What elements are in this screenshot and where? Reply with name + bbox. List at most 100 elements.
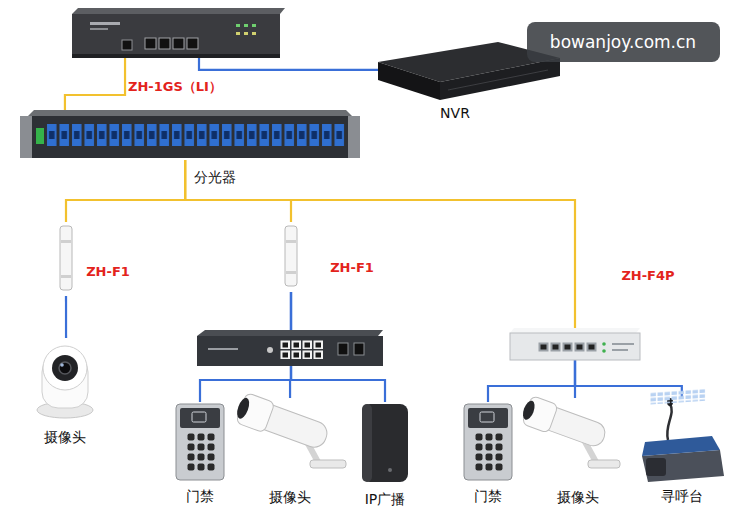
splitter-device-part [28,116,352,158]
dome-camera-part [43,346,87,390]
access-panel-part [474,432,504,472]
bullet-camera-part-part [521,399,537,421]
device-node: NVR [378,42,560,100]
access-panel-part [468,408,508,428]
poe-switch-part [612,343,634,345]
watermark-badge-part [527,22,720,62]
bullet-camera [233,391,346,468]
device-label: 分光器 [194,170,236,185]
paging-console-part [667,404,672,440]
core-switch-device-part [90,22,120,25]
core-switch-device-part [72,54,280,58]
device-label: 门禁 [186,489,214,504]
device-node: IP广播 [360,402,410,484]
paging-console-part [642,436,720,456]
paging-console-part [650,389,706,405]
access-panel-part [176,404,224,480]
core-switch-device-part [244,32,248,35]
device-node: 门禁 [460,402,516,482]
paging-console-part [646,458,666,476]
poe-switch [510,328,640,360]
converter-device-part [61,275,71,278]
device-label: ZH-1GS（LI） [128,80,222,94]
ip-speaker-part [362,404,408,482]
device-node: 摄像头 [530,398,620,473]
core-switch-device-part [236,32,240,35]
device-label: 摄像头 [557,490,599,505]
nvr-device-part [378,62,440,100]
bullet-camera [519,394,620,468]
device-label: ZH-F4P [621,269,674,283]
access-switch-part [208,348,238,350]
core-switch-device-part [187,38,198,49]
core-switch-device-part [159,38,170,49]
device-label: ZH-F1 [86,265,130,279]
converter-device-part [286,271,296,274]
cable-line [185,160,291,222]
access-switch-part [197,330,383,336]
bullet-camera-part [519,394,609,451]
device-node: 摄像头 [240,398,350,473]
core-switch-device-part [252,32,256,35]
access-switch-part [267,347,273,353]
bullet-camera-part [233,391,331,453]
access-panel [176,404,224,480]
poe-switch-part [612,349,628,351]
cable-line [65,58,125,110]
access-switch-part [338,343,348,355]
device-node: 寻呼台 [640,398,722,480]
splitter-device-part [20,116,32,158]
access-switch [197,330,383,366]
splitter-device-part [46,124,346,148]
device-node: 分光器 [28,110,352,160]
converter-device-part [286,240,296,243]
dome-camera-part [59,362,71,374]
dome-camera [37,346,93,418]
device-node: ZH-F4P [510,330,640,360]
core-switch-device-part [72,8,285,14]
device-label: IP广播 [365,492,406,507]
core-switch-device-part [173,38,184,49]
core-switch-device-part [244,24,248,27]
poe-switch-part [538,342,598,353]
core-switch-device-part [252,24,256,27]
device-node: ZH-1GS（LI） [70,8,285,58]
access-panel [464,404,512,480]
device-node: 门禁 [172,402,228,482]
access-switch-part [280,340,324,360]
converter-device-part [285,226,297,286]
device-node: ZH-F1 [283,222,299,292]
device-label: 摄像头 [269,490,311,505]
ip-speaker-part [388,468,392,472]
dome-camera-part [52,355,78,381]
access-panel-part [180,408,220,428]
ip-speaker-part [362,404,372,482]
poe-switch-part [602,342,606,346]
nvr-device-part [448,70,548,90]
converter-device [285,226,297,286]
access-switch-part [354,343,364,355]
watermark-badge [527,22,720,62]
device-label: NVR [440,106,470,121]
splitter-device-part [348,116,360,158]
ip-speaker [362,404,408,482]
access-panel-part [186,432,216,472]
core-switch-device-part [90,28,108,30]
device-label: 门禁 [474,489,502,504]
core-switch-device-part [145,38,156,49]
access-panel-part [480,412,494,422]
access-switch-part [197,336,383,366]
cable-line [66,160,185,222]
device-label: 摄像头 [44,430,86,445]
paging-console [642,389,724,482]
poe-switch-part [510,333,640,360]
converter-device [60,226,72,290]
bullet-camera-part [588,460,620,468]
access-panel-part [464,404,512,480]
bullet-camera-part [310,460,346,468]
device-node: ZH-F1 [58,222,74,296]
bullet-camera-part-part [235,396,252,420]
